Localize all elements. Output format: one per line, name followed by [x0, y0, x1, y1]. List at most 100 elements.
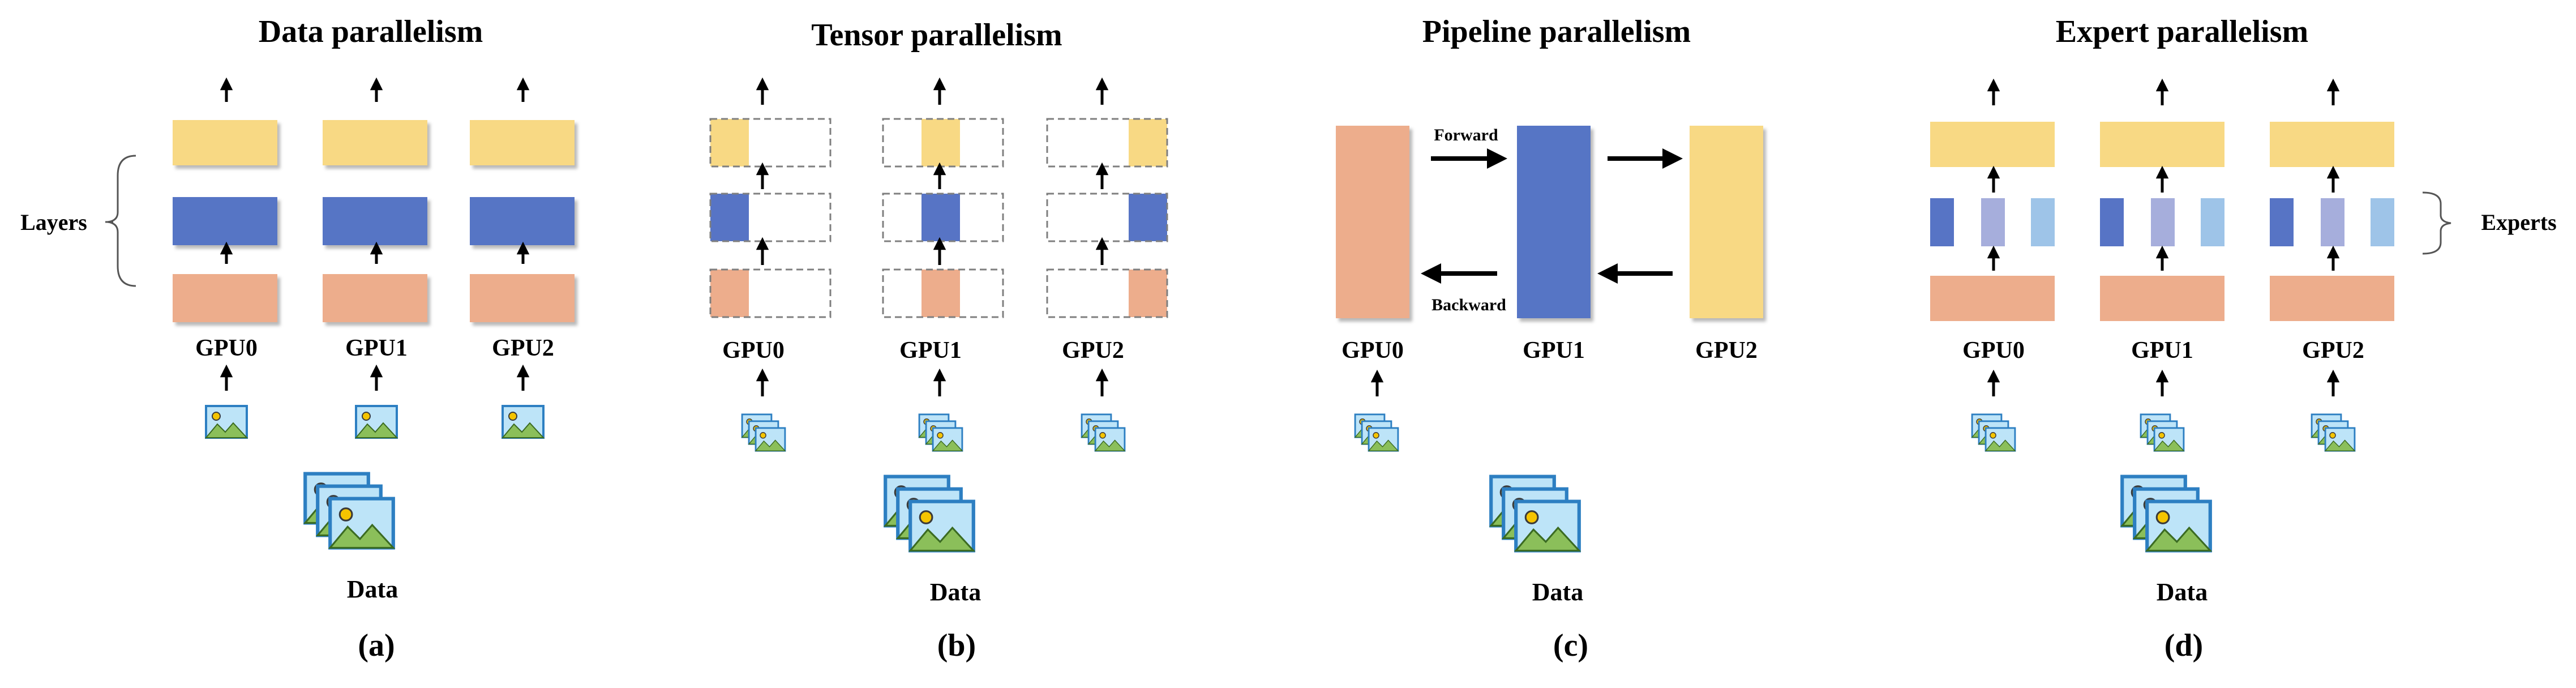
panel-c-gpu0-input-image-icon — [1354, 413, 1399, 452]
panel-b-gpu1-shard-bottom — [921, 270, 960, 317]
panel-a-gpu0-layer-top — [173, 120, 277, 165]
panel-d-gpu1-expert-2 — [2151, 198, 2175, 246]
panel-a-gpu1-column: GPU1 — [323, 77, 427, 439]
panel-d-gpu1-expert-3 — [2201, 198, 2224, 246]
panel-a-layers-bracket — [105, 155, 136, 287]
panel-b-gpu1-shard-top — [921, 119, 960, 166]
panel-a-gpu2-column: GPU2 — [470, 77, 575, 439]
panel-d-gpu0-expert-2 — [1981, 198, 2005, 246]
panel-d-gpu0-input-image-icon-image-3 — [1984, 427, 2016, 452]
panel-c-gpu0-stage — [1336, 126, 1409, 318]
panel-a-layers-label: Layers — [20, 210, 87, 235]
panel-d-gpu1-input-image-icon — [2140, 413, 2185, 452]
panel-a-data-parallelism: Data parallelism Layers (a) Data — [20, 14, 483, 663]
panel-b-gpu2-shard-bottom — [1129, 270, 1167, 317]
panel-d-gpu1-layer-top — [2100, 122, 2224, 167]
panel-a-gpu2-layer-top — [470, 120, 575, 165]
panel-c-gpu2-label: GPU2 — [1695, 337, 1758, 364]
panel-b-tensor-parallelism: Tensor parallelism (b) Data — [811, 18, 1062, 663]
panel-d-gpu2-layer-top — [2270, 122, 2394, 167]
panel-b-gpu0-shard-top — [710, 119, 749, 166]
panel-b-data-icon-image-3 — [910, 502, 974, 551]
panel-b-gpu0-column: GPU0 — [709, 77, 831, 452]
panel-b-gpu0-shard-middle — [710, 194, 749, 241]
panel-b-gpu2-label: GPU2 — [1062, 337, 1124, 364]
panel-d-gpu1-label: GPU1 — [2131, 337, 2193, 364]
panel-a-gpu2-label: GPU2 — [492, 335, 554, 361]
panel-d-gpu2-expert-1 — [2270, 198, 2294, 246]
panel-a-gpu0-column: GPU0 — [173, 77, 277, 439]
panel-a-data-label: Data — [347, 575, 398, 603]
panel-d-gpu0-layer-top — [1930, 122, 2055, 167]
panel-a-data-icon-image-3 — [330, 499, 393, 548]
panel-d-caption: (d) — [2164, 628, 2203, 663]
panel-c-gpu0-input-image-icon-image-3 — [1368, 427, 1399, 452]
panel-c-data-icon — [1491, 477, 1579, 551]
panel-c-gpu1-stage — [1517, 126, 1591, 318]
panel-b-gpu0-input-image-icon — [741, 413, 786, 452]
panel-b-gpu0-input-image-icon-image-3 — [755, 427, 786, 452]
panel-b-caption: (b) — [937, 628, 976, 663]
panel-c-backward-label: Backward — [1431, 296, 1506, 314]
panel-a-caption: (a) — [358, 628, 395, 663]
panel-d-gpu1-column: GPU1 — [2100, 78, 2224, 452]
panel-d-gpu0-input-image-icon — [1971, 413, 2016, 452]
panel-d-gpu2-input-image-icon — [2311, 413, 2356, 452]
panel-b-title: Tensor parallelism — [811, 18, 1062, 53]
panel-c-caption: (c) — [1553, 628, 1588, 663]
panel-d-gpu2-column: GPU2 — [2270, 78, 2394, 452]
panel-a-gpu2-layer-middle — [470, 197, 575, 245]
panel-b-gpu1-input-image-icon-image-3 — [932, 427, 963, 452]
panel-d-gpu2-input-image-icon-image-3 — [2324, 427, 2356, 452]
panel-a-gpu1-input-image-icon — [355, 405, 398, 439]
panel-d-gpu0-layer-bottom — [1930, 276, 2055, 321]
panel-b-gpu0-layer-middle-outline — [709, 193, 831, 242]
panel-d-gpu2-label: GPU2 — [2302, 337, 2364, 364]
panel-b-gpu2-shard-middle — [1129, 194, 1167, 241]
panel-a-gpu2-input-image-icon — [502, 405, 545, 439]
panel-b-gpu2-input-image-icon-image-3 — [1094, 427, 1126, 452]
panel-d-experts-bracket — [2422, 191, 2451, 255]
panel-b-gpu2-input-image-icon — [1081, 413, 1126, 452]
panel-b-gpu1-shard-middle — [921, 194, 960, 241]
panel-c-gpu1-label: GPU1 — [1523, 337, 1585, 364]
panel-b-gpu1-layer-bottom-outline — [882, 268, 1004, 318]
panel-c-pipeline-parallelism: Pipeline parallelism Forward Backward (c… — [1422, 14, 1691, 663]
panel-c-gpu2-stage — [1690, 126, 1763, 318]
panel-b-gpu2-shard-top — [1129, 119, 1167, 166]
panel-b-gpu0-layer-top-outline — [709, 118, 831, 168]
panel-a-title: Data parallelism — [259, 14, 483, 49]
panel-c-forward-label: Forward — [1434, 126, 1498, 144]
panel-a-gpu1-layer-bottom — [323, 274, 427, 322]
panel-a-gpu1-label: GPU1 — [345, 335, 408, 361]
panel-d-gpu0-expert-3 — [2031, 198, 2055, 246]
panel-d-data-icon — [2122, 477, 2210, 551]
panel-b-gpu0-shard-bottom — [710, 270, 749, 317]
panel-a-gpu0-label: GPU0 — [195, 335, 258, 361]
panel-d-gpu0-label: GPU0 — [1962, 337, 2025, 364]
panel-b-gpu1-column: GPU1 — [882, 77, 1004, 452]
panel-d-gpu2-layer-bottom — [2270, 276, 2394, 321]
panel-d-gpu1-layer-bottom — [2100, 276, 2224, 321]
panel-d-gpu0-expert-1 — [1930, 198, 1954, 246]
panel-d-experts-label: Experts — [2481, 210, 2556, 235]
panel-d-gpu1-input-image-icon-image-3 — [2153, 427, 2185, 452]
panel-a-gpu1-layer-middle — [323, 197, 427, 245]
panel-d-expert-parallelism: Expert parallelism Experts (d) Data — [2056, 14, 2557, 663]
panel-a-gpu0-input-image-icon — [205, 405, 248, 439]
panel-b-gpu1-input-image-icon — [918, 413, 963, 452]
panel-d-title: Expert parallelism — [2056, 14, 2308, 49]
panel-d-data-label: Data — [2157, 578, 2208, 606]
panel-a-gpu2-layer-bottom — [470, 274, 575, 322]
panel-c-data-icon-image-3 — [1516, 502, 1579, 551]
panel-a-gpu0-layer-middle — [173, 197, 277, 245]
panel-a-gpu1-layer-top — [323, 120, 427, 165]
panel-a-gpu0-layer-bottom — [173, 274, 277, 322]
panel-d-gpu2-expert-2 — [2321, 198, 2344, 246]
panel-b-data-icon — [885, 477, 974, 551]
panel-c-data-label: Data — [1532, 578, 1583, 606]
panel-d-gpu1-expert-1 — [2100, 198, 2124, 246]
